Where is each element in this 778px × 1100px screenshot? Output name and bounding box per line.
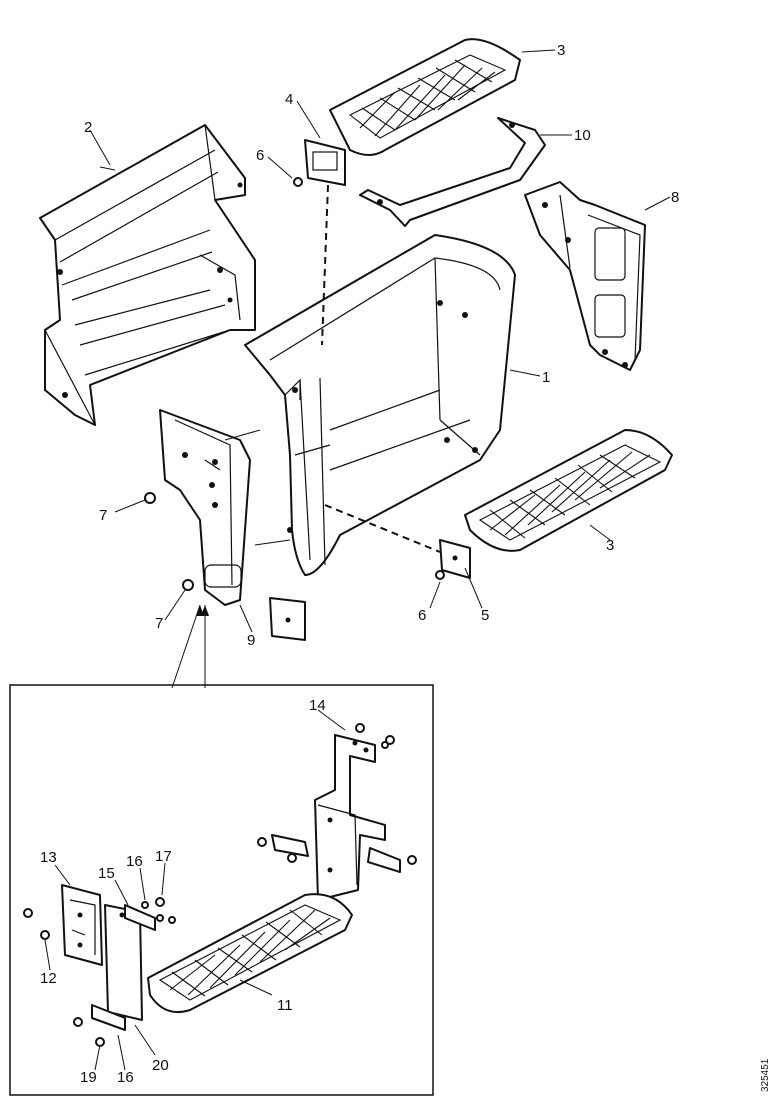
side-bracket-part-9 <box>159 409 251 606</box>
bracket-strap-left <box>271 834 309 857</box>
callout-5: 5 <box>481 607 489 624</box>
callout-15: 15 <box>98 865 115 882</box>
callout-3-lower: 3 <box>606 537 614 554</box>
detail-inset-box <box>9 684 434 1096</box>
alignment-lines <box>224 429 291 546</box>
clip-part-16-lower <box>91 1004 126 1031</box>
bolt-7-lower <box>182 579 194 591</box>
drawing-code: 325451 <box>760 1058 771 1092</box>
screw-6-lower <box>435 570 445 580</box>
bolt-7-upper <box>144 492 156 504</box>
bracket-frame-part-2 <box>39 124 256 426</box>
step-tread-part-11 <box>147 893 353 1014</box>
callout-10: 10 <box>574 127 591 144</box>
bracket-strap-right <box>367 847 401 873</box>
screw-6-upper <box>293 177 303 187</box>
callout-19: 19 <box>80 1069 97 1086</box>
callout-3-upper: 3 <box>557 42 565 59</box>
lower-step-tread-part-3 <box>464 429 673 552</box>
clip-part-5 <box>439 539 471 579</box>
detail-pointer-lines <box>171 604 206 689</box>
callout-6-lower: 6 <box>418 607 426 624</box>
callout-16-upper: 16 <box>126 853 143 870</box>
callout-16-lower: 16 <box>117 1069 134 1086</box>
upper-step-tread-part-3 <box>329 38 521 156</box>
fasteners-inset <box>23 897 176 1047</box>
callout-14: 14 <box>309 697 326 714</box>
callout-4: 4 <box>285 91 293 108</box>
leader-lines <box>44 49 671 1071</box>
callout-20: 20 <box>152 1057 169 1074</box>
callout-8: 8 <box>671 189 679 206</box>
callout-1: 1 <box>542 369 550 386</box>
callout-labels: 2 4 6 3 10 8 1 3 7 7 6 5 9 14 11 13 15 1… <box>40 42 679 1086</box>
callout-9: 9 <box>247 632 255 649</box>
callout-2: 2 <box>84 119 92 136</box>
callout-12: 12 <box>40 970 57 987</box>
bracket-part-13 <box>61 884 103 966</box>
clip-part-16-upper <box>124 904 156 931</box>
callout-17: 17 <box>155 848 172 865</box>
upright-bracket-part-14 <box>314 734 386 901</box>
step-housing-part-1 <box>244 234 516 576</box>
fasteners-14 <box>257 723 417 865</box>
strap-bracket-part-10 <box>359 117 546 227</box>
clip-part-4 <box>304 139 346 186</box>
assembly-line-lower <box>324 504 441 553</box>
rear-bracket-part-8 <box>524 181 646 371</box>
assembly-line-upper <box>321 184 329 346</box>
callout-13: 13 <box>40 849 57 866</box>
mounting-plate <box>269 597 306 641</box>
callout-6-upper: 6 <box>256 147 264 164</box>
callout-7-lower: 7 <box>155 615 163 632</box>
detail-pointer-arrows <box>196 605 209 616</box>
callout-11: 11 <box>277 997 293 1014</box>
callout-7-upper: 7 <box>99 507 107 524</box>
